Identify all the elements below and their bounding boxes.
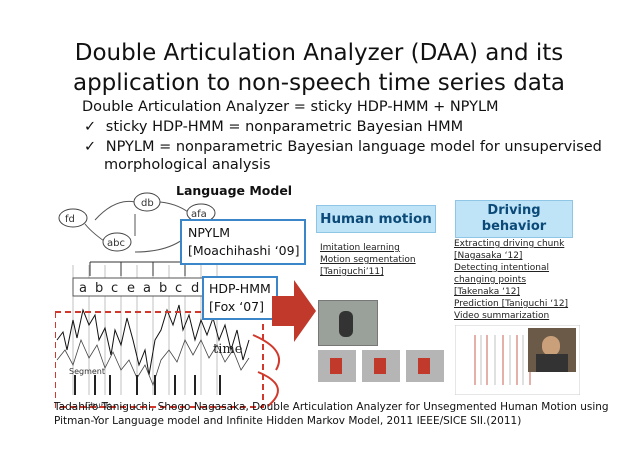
bullet-npylm-text-cont: morphological analysis	[104, 157, 271, 173]
hdp-hmm-box: HDP-HMM [Fox ‘07]	[202, 276, 278, 320]
driving-ref-2[interactable]: [Nagasaka ‘12]	[454, 251, 523, 261]
letter: b	[95, 281, 103, 296]
bullet-npylm: ✓ NPYLM = nonparametric Bayesian languag…	[84, 138, 602, 156]
curved-arrows	[252, 334, 281, 407]
svg-text:a b c e a: a b c e a b c d b	[79, 281, 215, 296]
driving-ref-1[interactable]: Extracting driving chunk	[454, 239, 565, 249]
node-fd: fd	[65, 214, 75, 225]
node-db: db	[141, 198, 154, 209]
chunk-label: Chunk	[85, 401, 111, 410]
letter: c	[111, 281, 118, 296]
driving-ref-7[interactable]: Video summarization	[454, 311, 550, 321]
motion-frame-1	[318, 350, 356, 382]
driving-behavior-header: Driving behavior	[455, 200, 573, 238]
motion-frame-3	[406, 350, 444, 382]
check-icon: ✓	[84, 119, 97, 135]
application-arrow	[272, 280, 316, 342]
driver-video	[528, 328, 576, 372]
npylm-box: NPYLM [Moachihashi ‘09]	[180, 219, 306, 265]
driving-ref-3[interactable]: Detecting intentional	[454, 263, 550, 273]
driving-header-line2: behavior	[481, 219, 547, 234]
npylm-label: NPYLM	[188, 225, 230, 240]
bullet-hdp-text: sticky HDP-HMM = nonparametric Bayesian …	[105, 119, 464, 135]
node-afa: afa	[191, 209, 207, 220]
hdp-hmm-citation: [Fox ‘07]	[209, 299, 265, 314]
letter: c	[175, 281, 182, 296]
language-model-label: Language Model	[176, 183, 293, 198]
segment-marks	[74, 375, 221, 395]
motion-photo-1	[318, 300, 378, 346]
letter: e	[127, 281, 135, 296]
letter: d	[191, 281, 199, 296]
motion-frame-2	[362, 350, 400, 382]
driving-header-line1: Driving	[487, 203, 541, 218]
time-series-signal-2	[56, 338, 250, 387]
hmm-region	[55, 311, 264, 408]
citation-line2: Pitman-Yor Language model and Infinite H…	[54, 415, 522, 427]
human-motion-ref-2[interactable]: Motion segmentation	[320, 255, 416, 265]
letter: b	[159, 281, 167, 296]
driving-ref-6[interactable]: Prediction [Taniguchi ‘12]	[454, 299, 569, 309]
bullet-npylm-text: NPYLM = nonparametric Bayesian language …	[105, 139, 602, 155]
time-axis-label: time	[213, 342, 243, 357]
slide-title-line1: Double Articulation Analyzer (DAA) and i…	[74, 40, 564, 66]
human-motion-ref-1[interactable]: Imitation learning	[320, 243, 400, 253]
human-motion-header: Human motion	[316, 205, 436, 233]
citation-line1: Tadahiro Taniguchi, Shogo Nagasaka, Doub…	[54, 401, 609, 413]
check-icon: ✓	[84, 139, 97, 155]
node-abc: abc	[107, 238, 125, 249]
driving-ref-5[interactable]: [Takenaka ‘12]	[454, 287, 520, 297]
human-motion-ref-3[interactable]: [Taniguchi’11]	[320, 267, 384, 277]
driving-ref-4[interactable]: changing points	[454, 275, 527, 285]
segment-label: Segment	[69, 367, 105, 376]
daa-definition: Double Articulation Analyzer = sticky HD…	[82, 99, 499, 115]
daa-diagram: db fd abc afa a b c e a b c d b Seg	[55, 192, 264, 410]
letter: a	[143, 281, 151, 296]
letter: a	[79, 281, 87, 296]
graph-nodes	[58, 192, 216, 252]
bullet-hdp: ✓ sticky HDP-HMM = nonparametric Bayesia…	[84, 118, 463, 136]
hdp-hmm-label: HDP-HMM	[209, 281, 271, 296]
npylm-citation: [Moachihashi ‘09]	[188, 243, 300, 258]
slide-title-line2: application to non-speech time series da…	[72, 70, 566, 96]
segment-arrows	[89, 261, 186, 276]
